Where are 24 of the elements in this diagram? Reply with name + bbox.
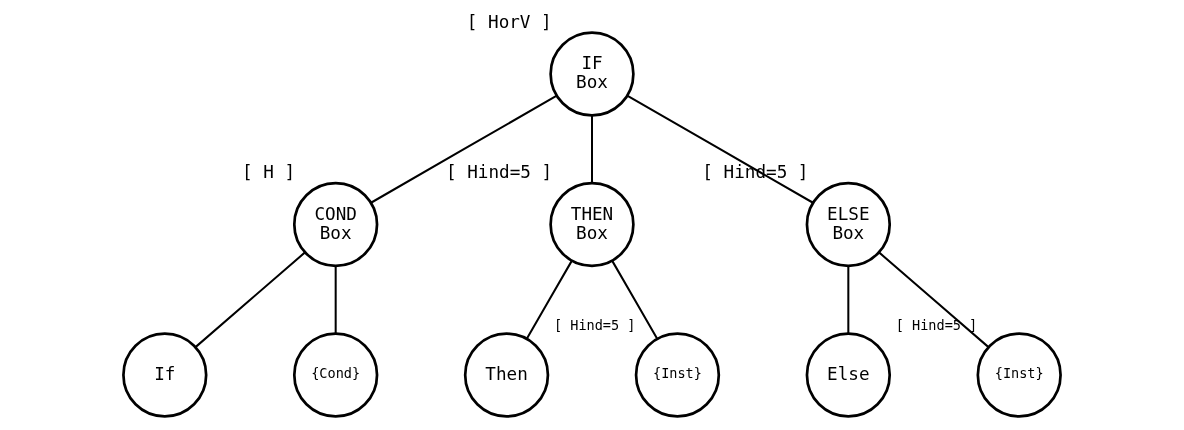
node-label: [ Hind=5 ] xyxy=(895,316,978,333)
node-circle: IF Box xyxy=(549,31,635,117)
node-label: [ Hind=5 ] xyxy=(446,162,553,183)
node-circle: {Cond} xyxy=(292,332,379,418)
node-circle: If xyxy=(122,332,208,418)
node-circle: Else xyxy=(805,332,892,418)
connector xyxy=(611,260,658,339)
connector xyxy=(847,266,850,334)
connector xyxy=(194,251,306,348)
connector xyxy=(627,95,814,204)
node-circle: ELSE Box xyxy=(805,181,892,268)
node-label: [ H ] xyxy=(242,162,296,183)
connector xyxy=(526,260,573,339)
node-label: [ HorV ] xyxy=(466,11,552,32)
node-circle: Then xyxy=(463,332,550,418)
node-circle: THEN Box xyxy=(549,181,635,268)
connector xyxy=(370,95,557,204)
node-circle: {Inst} xyxy=(976,332,1062,418)
connector xyxy=(591,115,593,183)
node-label: [ Hind=5 ] xyxy=(553,316,636,333)
node-circle: COND Box xyxy=(292,181,379,268)
connector xyxy=(878,251,990,348)
node-circle: {Inst} xyxy=(634,332,721,418)
connector xyxy=(334,266,337,334)
